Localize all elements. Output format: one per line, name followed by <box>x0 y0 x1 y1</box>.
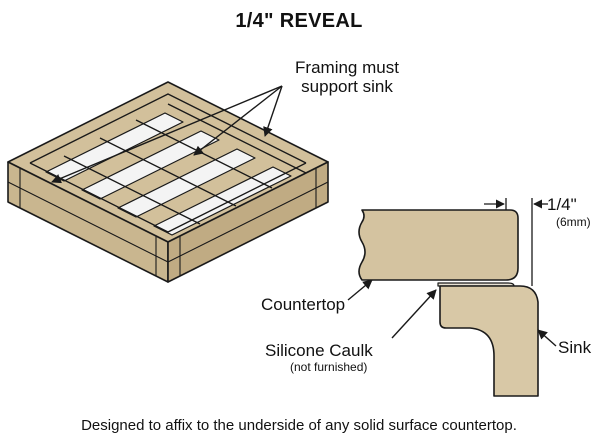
reveal-label: 1/4" <box>547 195 577 214</box>
diagram-title: 1/4" REVEAL <box>235 10 363 32</box>
countertop-label: Countertop <box>261 295 346 314</box>
callout-arrows <box>347 279 557 347</box>
caulk-label: Silicone Caulk <box>265 341 373 360</box>
frame-board-ends <box>7 168 329 276</box>
sink-label: Sink <box>558 338 592 357</box>
reveal-metric-label: (6mm) <box>556 215 591 229</box>
reveal-dimension <box>484 198 548 286</box>
sink-support-frame <box>7 81 329 283</box>
cross-section <box>358 209 539 397</box>
caulk-note-label: (not furnished) <box>290 360 368 374</box>
sink-wall <box>439 285 539 397</box>
framing-arrows <box>51 85 283 184</box>
frame-boards <box>29 93 307 233</box>
diagram-caption: Designed to affix to the underside of an… <box>81 417 517 434</box>
countertop-slab <box>358 209 519 281</box>
